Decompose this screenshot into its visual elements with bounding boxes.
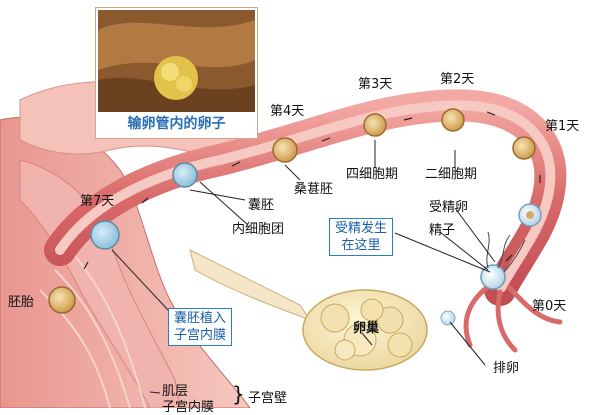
label-uterine-wall: 子宫壁 — [248, 391, 288, 406]
day1-cell — [512, 136, 536, 160]
callout-implantation-line2: 子宫内膜 — [174, 328, 227, 343]
label-sperm: 精子 — [429, 223, 456, 238]
morula — [272, 137, 298, 163]
label-day3: 第3天 — [358, 77, 393, 92]
fimbriae — [463, 282, 563, 353]
egg-fertilization — [480, 264, 506, 290]
tube-lumen — [55, 100, 556, 295]
direction-arrows — [83, 111, 541, 270]
label-morula: 桑葚胚 — [294, 182, 334, 197]
label-two-cell: 二细胞期 — [425, 167, 478, 182]
callout-fertilization-line1: 受精发生 — [335, 221, 388, 236]
callout-fertilization-line2: 在这里 — [341, 238, 381, 253]
leader-lines — [111, 140, 496, 394]
label-fertilized-egg: 受精卵 — [429, 200, 469, 215]
callout-implantation-line1: 囊胚植入 — [174, 311, 227, 326]
four-cell — [363, 113, 387, 137]
ovary — [302, 289, 428, 371]
label-inner-cell-mass: 内细胞团 — [232, 222, 285, 237]
label-day2: 第2天 — [440, 72, 475, 87]
label-muscle-layer: 肌层 — [162, 384, 189, 399]
label-day0: 第0天 — [532, 299, 567, 314]
label-ovulation: 排卵 — [493, 361, 520, 376]
zygote-nucleus — [526, 211, 534, 219]
label-four-cell: 四细胞期 — [346, 167, 399, 182]
label-embryo: 胚胎 — [8, 295, 35, 310]
blastocyst-cell — [172, 162, 198, 188]
bracket-icon: } — [232, 382, 245, 406]
label-day4: 第4天 — [270, 104, 305, 119]
label-day1: 第1天 — [545, 119, 580, 134]
two-cell — [441, 108, 465, 132]
callout-fertilization: 受精发生 在这里 — [329, 218, 394, 256]
sperm-tails — [486, 231, 526, 273]
label-day7: 第7天 — [80, 194, 115, 209]
label-blastocyst: 囊胚 — [248, 198, 275, 213]
inset-caption: 输卵管内的卵子 — [98, 112, 255, 136]
egg-photo-inset: 输卵管内的卵子 — [96, 8, 257, 138]
callout-implantation: 囊胚植入 子宫内膜 — [168, 308, 233, 346]
embryo-implanted — [48, 286, 76, 314]
egg-ovulated — [440, 310, 456, 326]
day7-blastocyst — [90, 220, 120, 250]
label-ovary: 卵巢 — [353, 321, 380, 336]
